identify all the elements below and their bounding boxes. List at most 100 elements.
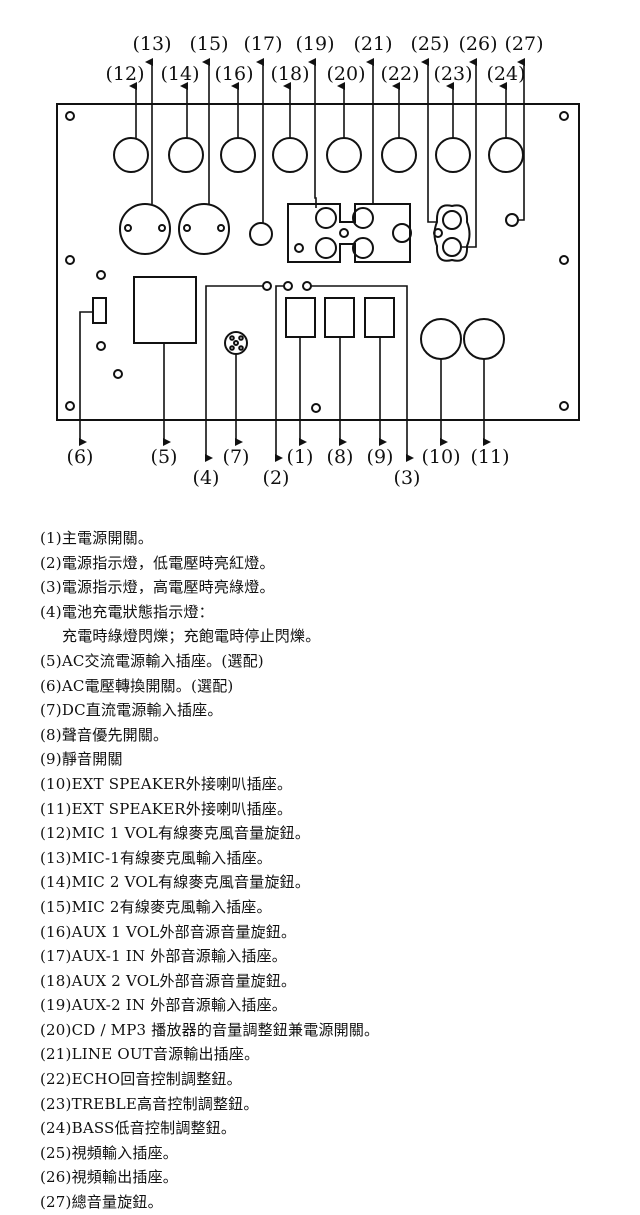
legend-item: (20)CD / MP3 播放器的音量調整鈕兼電源開關。	[40, 1020, 380, 1039]
legend-item: (10)EXT SPEAKER外接喇叭插座。	[40, 774, 293, 793]
legend-item: (25)視頻輸入插座。	[40, 1143, 178, 1162]
leader-line	[308, 58, 317, 208]
callout-label: (10)	[421, 446, 460, 468]
legend-item: (7)DC直流電源輸入插座。	[40, 701, 223, 720]
legend-item: (5)AC交流電源輸入插座。(選配)	[40, 651, 264, 670]
mounting-hole	[65, 255, 75, 265]
legend-item: (8)聲音優先開關。	[40, 725, 169, 744]
rocker-switch	[364, 297, 395, 338]
dc-jack-pin	[229, 335, 235, 341]
rca-screw	[339, 228, 349, 238]
led-low-voltage	[283, 281, 293, 291]
legend-item: (12)MIC 1 VOL有線麥克風音量旋鈕。	[40, 824, 311, 843]
legend-item: (18)AUX 2 VOL外部音源音量旋鈕。	[40, 971, 297, 990]
legend-item: (26)視頻輸出插座。	[40, 1168, 178, 1187]
callout-label: (22)	[380, 63, 419, 85]
speaker-out-jack	[420, 318, 462, 360]
video-jack-plate	[433, 204, 471, 262]
rca-block	[287, 203, 411, 263]
callout-label: (5)	[151, 446, 178, 468]
led-high-voltage	[302, 281, 312, 291]
rca-jack	[315, 207, 337, 229]
mounting-hole	[96, 341, 106, 351]
legend-item: (16)AUX 1 VOL外部音源音量旋鈕。	[40, 922, 297, 941]
mounting-hole	[559, 401, 569, 411]
legend-item: (13)MIC-1有線麥克風輸入插座。	[40, 848, 272, 867]
legend-item-continued: 充電時綠燈閃爍；充飽電時停止閃爍。	[62, 627, 321, 646]
mounting-hole	[65, 401, 75, 411]
knob-control	[326, 137, 362, 173]
legend-item: (6)AC電壓轉換開關。(選配)	[40, 676, 234, 695]
legend-item: (27)總音量旋鈕。	[40, 1193, 163, 1212]
mic-input-jack-pin	[183, 224, 191, 232]
speaker-out-jack	[463, 318, 505, 360]
legend-list: (1)主電源開關。 (2)電源指示燈，低電壓時亮紅燈。 (3)電源指示燈，高電壓…	[40, 526, 630, 1215]
knob-control	[272, 137, 308, 173]
knob-control	[488, 137, 524, 173]
callout-label: (9)	[367, 446, 394, 468]
rca-screw	[294, 243, 304, 253]
callout-label: (21)	[353, 33, 392, 55]
callout-label: (27)	[504, 33, 543, 55]
leader-line	[275, 285, 284, 462]
dc-jack	[224, 331, 248, 355]
mounting-hole	[311, 403, 321, 413]
legend-item: (4)電池充電狀態指示燈：	[40, 602, 214, 621]
callout-label: (20)	[326, 63, 365, 85]
legend-item: (22)ECHO回音控制調整鈕。	[40, 1070, 242, 1089]
leader-line	[421, 58, 437, 223]
legend-item: (24)BASS低音控制調整鈕。	[40, 1119, 237, 1138]
callout-label: (13)	[132, 33, 171, 55]
callout-label: (26)	[458, 33, 497, 55]
legend-item: (11)EXT SPEAKER外接喇叭插座。	[40, 799, 293, 818]
callout-label: (4)	[193, 467, 220, 489]
mic-input-jack-pin	[124, 224, 132, 232]
legend-item: (21)LINE OUT音源輸出插座。	[40, 1045, 260, 1064]
callout-label: (23)	[433, 63, 472, 85]
callout-label: (6)	[67, 446, 94, 468]
callout-label: (15)	[189, 33, 228, 55]
callout-label: (17)	[243, 33, 282, 55]
mounting-hole	[559, 111, 569, 121]
callout-label: (16)	[214, 63, 253, 85]
callout-label: (8)	[327, 446, 354, 468]
leader-line	[462, 58, 477, 248]
rocker-switch	[324, 297, 355, 338]
ac-socket	[133, 276, 197, 344]
master-volume-knob	[505, 213, 519, 227]
callout-label: (18)	[270, 63, 309, 85]
mounting-hole	[559, 255, 569, 265]
video-in-jack	[442, 210, 462, 230]
mounting-hole	[96, 270, 106, 280]
legend-item: (1)主電源開關。	[40, 529, 154, 547]
legend-item: (19)AUX-2 IN 外部音源輸入插座。	[40, 996, 288, 1015]
callout-label: (12)	[105, 63, 144, 85]
knob-control	[220, 137, 256, 173]
aux-input-jack	[249, 222, 273, 246]
leader-line	[79, 311, 93, 446]
callout-label: (2)	[263, 467, 290, 489]
control-panel-diagram: (13)(15)(17)(19)(21)(25)(26)(27)(12)(14)…	[56, 33, 580, 489]
rca-jack	[352, 237, 374, 259]
mic-input-jack-pin	[158, 224, 166, 232]
mic-input-jack	[119, 203, 171, 255]
video-out-jack	[442, 237, 462, 257]
callout-label: (1)	[287, 446, 314, 468]
callout-label: (14)	[160, 63, 199, 85]
knob-control	[168, 137, 204, 173]
legend-item: (9)靜音開關	[40, 750, 123, 769]
knob-control	[113, 137, 149, 173]
video-screw	[433, 228, 443, 238]
dc-jack-pin	[238, 345, 244, 351]
leader-line	[205, 285, 263, 462]
callout-label: (25)	[410, 33, 449, 55]
knob-control	[381, 137, 417, 173]
rocker-switch	[285, 297, 316, 338]
callout-label: (7)	[223, 446, 250, 468]
led-charge	[262, 281, 272, 291]
rca-jack	[352, 207, 374, 229]
rca-jack	[392, 223, 412, 243]
mounting-hole	[113, 369, 123, 379]
legend-item: (3)電源指示燈，高電壓時亮綠燈。	[40, 578, 275, 597]
callout-label: (11)	[470, 446, 509, 468]
